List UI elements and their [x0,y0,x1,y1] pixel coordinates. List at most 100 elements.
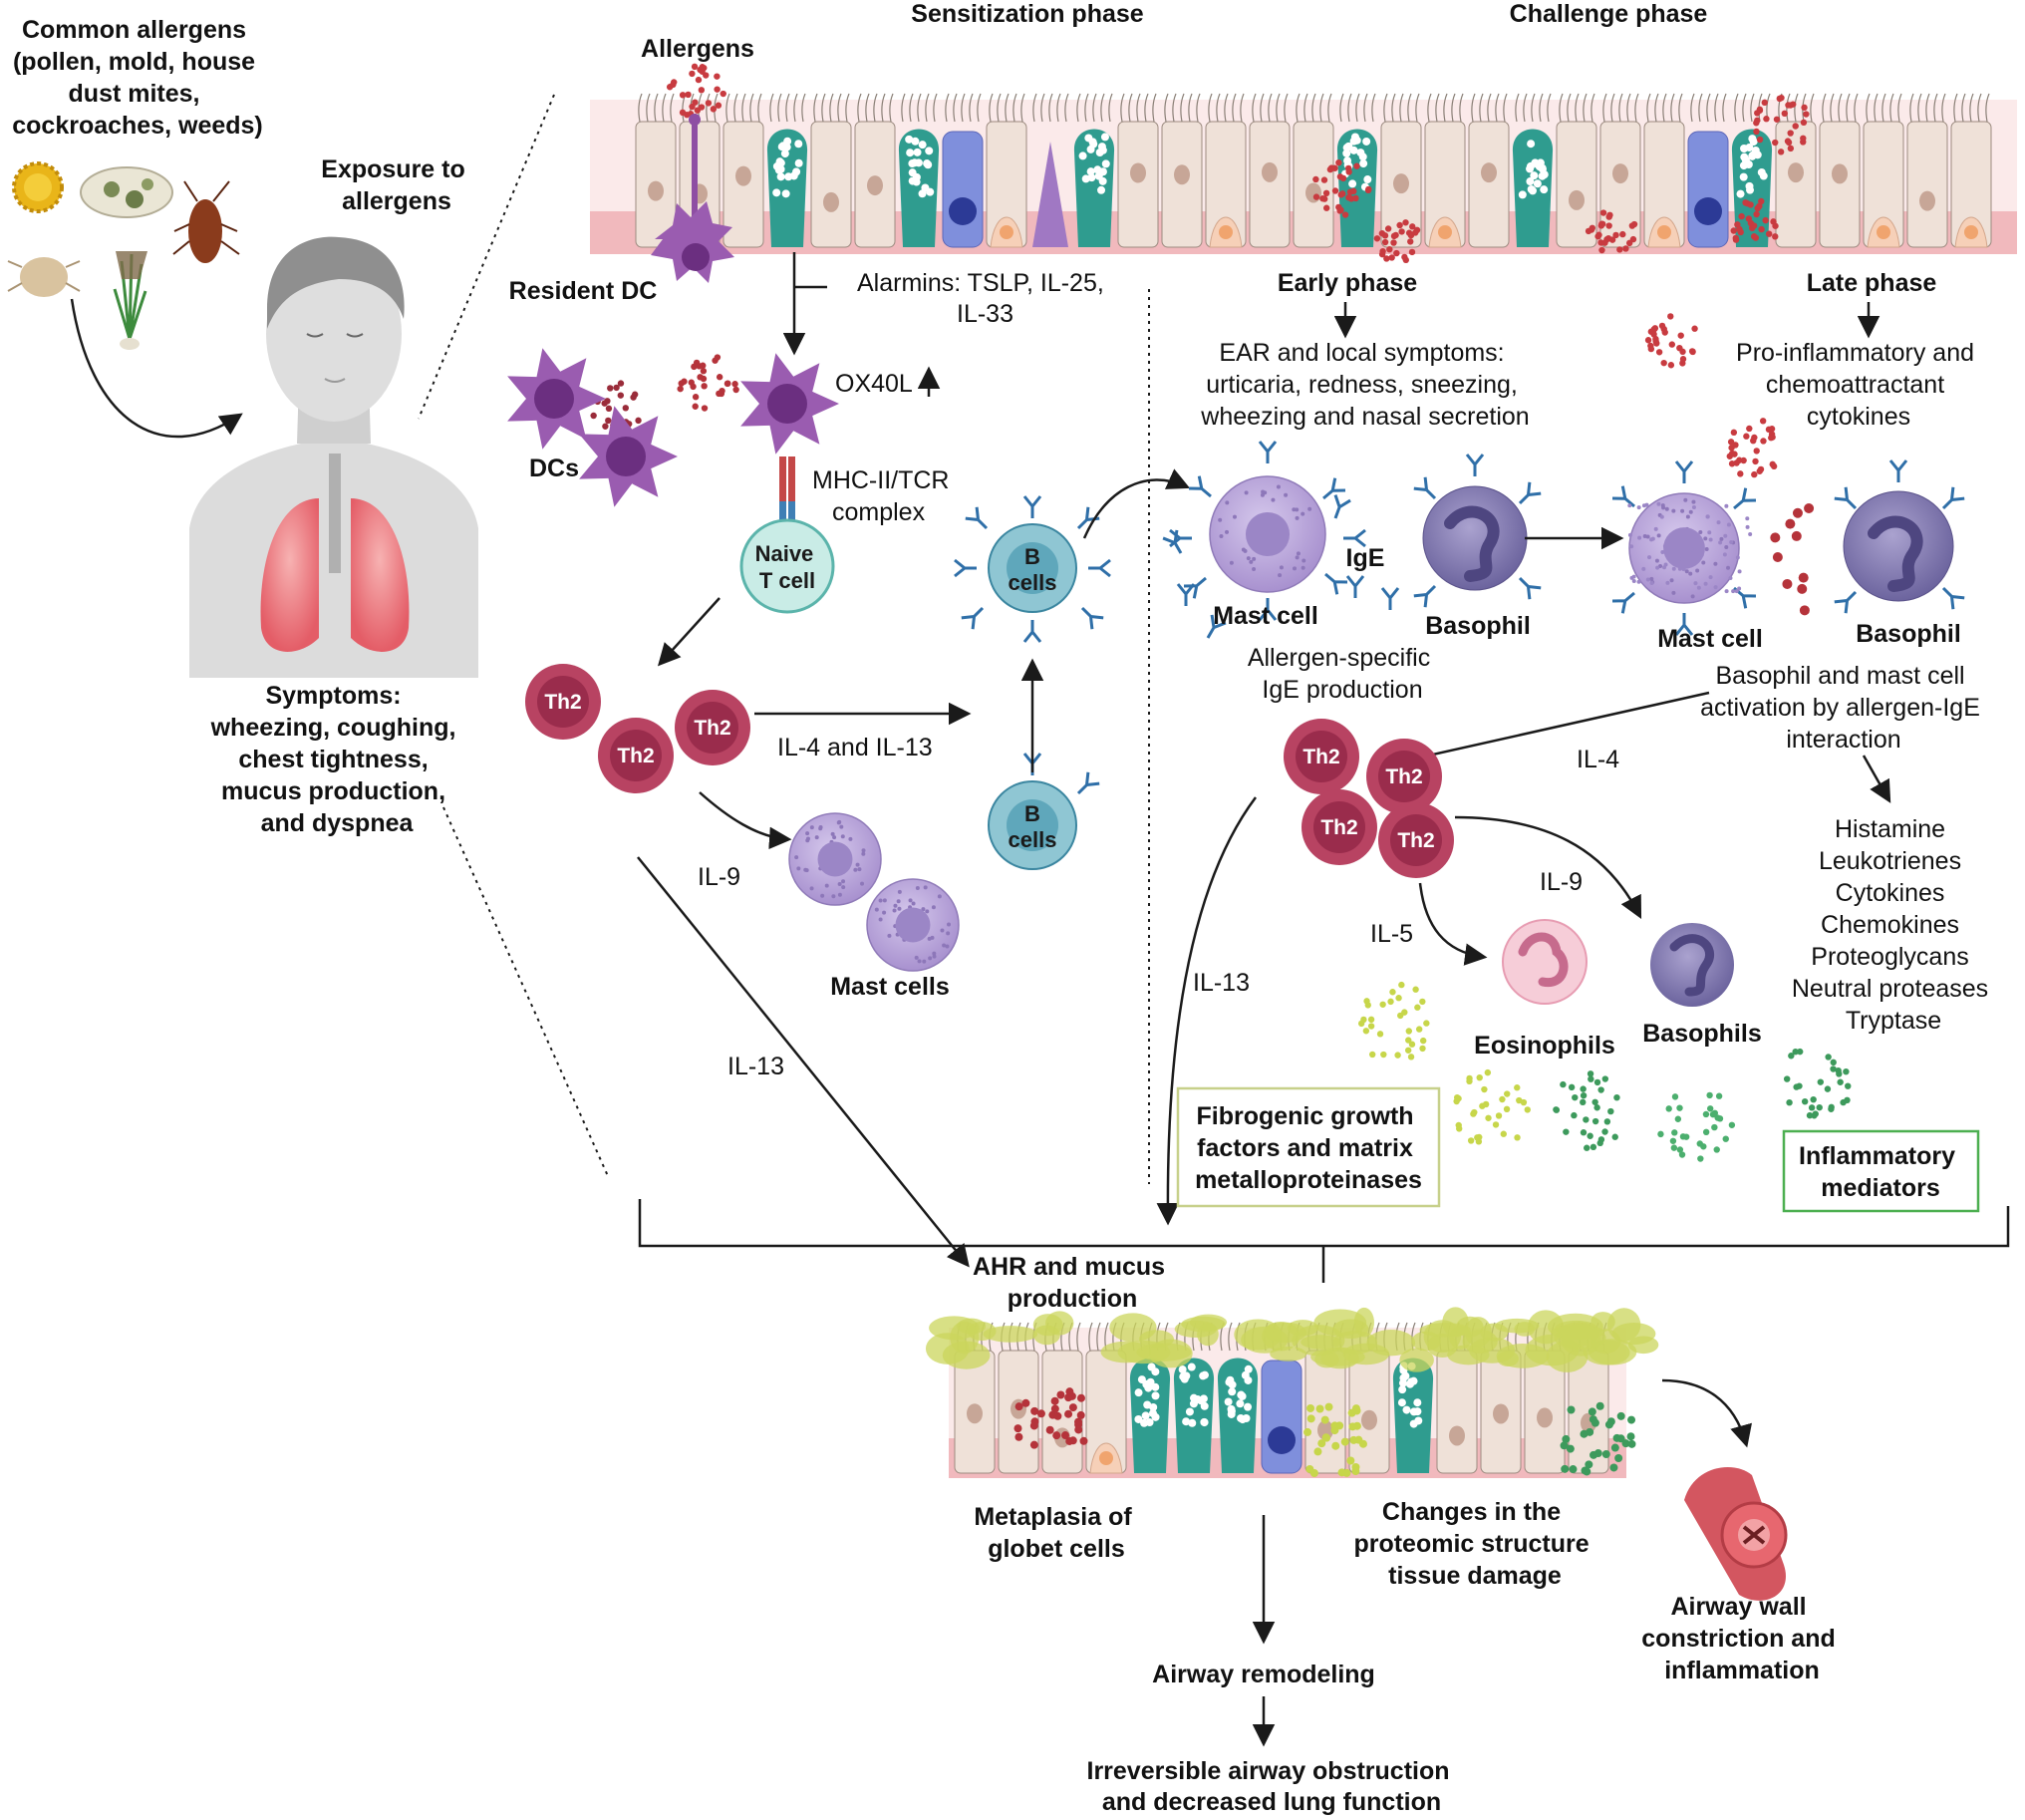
granule [878,917,883,922]
mediator-dot [1627,1439,1636,1448]
allergen-dot [1772,552,1783,563]
mast-cell-early-label: Mast cell [1213,602,1318,630]
granule [1302,558,1306,563]
eosinophils-label: Eosinophils [1474,1032,1615,1060]
released-granule [1655,565,1660,570]
goblet-granule [1414,1416,1423,1425]
cilium [1515,93,1520,123]
allergen-dot [1341,211,1349,218]
mediator-dot [1331,1441,1340,1450]
mucus-blob [1366,1330,1416,1357]
granule [1713,561,1718,566]
mediator-dot [1309,1468,1318,1477]
goblet-granule [918,141,927,150]
granule [1243,548,1248,553]
granule [1292,507,1297,512]
allergen-dot [1322,189,1330,197]
ige-production-label: Allergen-specific IgE production [1248,644,1437,704]
granule [860,881,865,886]
svg-text:Inflammatory mediators: Inflammatory mediators [1799,1142,1962,1202]
goblet-granule [1228,1387,1237,1396]
cilium [1479,93,1484,123]
goblet-granule [1151,1382,1160,1391]
antibody-arm [1188,475,1212,498]
released-granule [1627,503,1632,508]
antibody-icon [1176,583,1196,606]
allergen-dot [1765,230,1773,237]
allergen-dot [1056,1390,1065,1399]
allergen-dot [1679,356,1687,363]
granule [814,835,819,840]
released-granule [1724,589,1729,594]
mucus-blob [1109,1313,1157,1343]
allergen-dot [1817,1078,1825,1085]
allergen-dot [1732,234,1739,242]
allergen-dot [1373,235,1381,242]
goblet-granule [906,149,915,157]
granule [1295,515,1300,520]
mast-cells-sensitization [788,812,960,972]
goblet-granule [1149,1402,1158,1411]
allergen-dot [1384,225,1392,232]
antibody-arm [1022,495,1042,518]
allergen-dot [1339,174,1347,182]
mucus-blob [983,1326,1038,1343]
allergen-dot [630,394,637,401]
allergen-dot [1788,1053,1795,1060]
convergence-bracket [638,1199,2010,1283]
cilium [1722,93,1727,123]
cilium [1933,93,1938,123]
allergen-dot [1516,1096,1523,1104]
svg-text:Th2: Th2 [1320,816,1357,839]
cilium [646,93,651,123]
antibody-icon [1022,495,1042,518]
exposure-arrow [70,298,243,439]
cilium [1032,93,1037,123]
cilium [1866,93,1871,123]
goblet-granule [1736,189,1745,198]
granule [1688,571,1693,576]
released-granule [1680,557,1685,562]
allergen-dot [1667,362,1675,369]
granule [1649,576,1654,581]
granule [878,898,883,903]
cilium [1056,93,1061,123]
released-granule [1745,516,1750,521]
allergen-dot [1320,195,1328,202]
mediator-dot [1621,1439,1630,1448]
granule [1284,492,1289,497]
airway-remodeling-label: Airway remodeling [1152,1661,1375,1688]
mediator-dot [1352,1421,1361,1430]
allergen-dot [1065,1436,1074,1445]
allergen-dot [1787,145,1795,152]
goblet-granule [1530,171,1539,180]
cilium [845,93,850,123]
allergen-dot [617,392,625,399]
granule [915,885,920,890]
cilium [989,93,994,123]
basophil-nucleus [1868,515,1923,592]
allergen-dot [1674,1115,1682,1122]
antibody-arm [1162,529,1183,554]
released-granule [1665,580,1670,585]
cilium [1391,93,1396,123]
cilium [662,93,667,123]
goblet-granule [794,158,803,167]
goblet-granule [1342,144,1351,152]
allergen-dot [692,99,699,106]
allergen-dot [1379,1001,1386,1008]
allergen-dot [1605,213,1612,220]
allergen-dot [1781,110,1788,118]
granule [794,855,799,860]
goblet-granule [776,172,785,181]
goblet-granule [1349,137,1358,146]
allergen-dot [1404,1047,1412,1054]
antibody-arm [1611,485,1635,508]
cilium [1503,93,1508,123]
mediator-dot [1351,1467,1360,1476]
svg-text:Th2: Th2 [1302,746,1339,768]
granule [1301,511,1305,516]
cilium [1383,93,1388,123]
cilium [997,93,1002,123]
